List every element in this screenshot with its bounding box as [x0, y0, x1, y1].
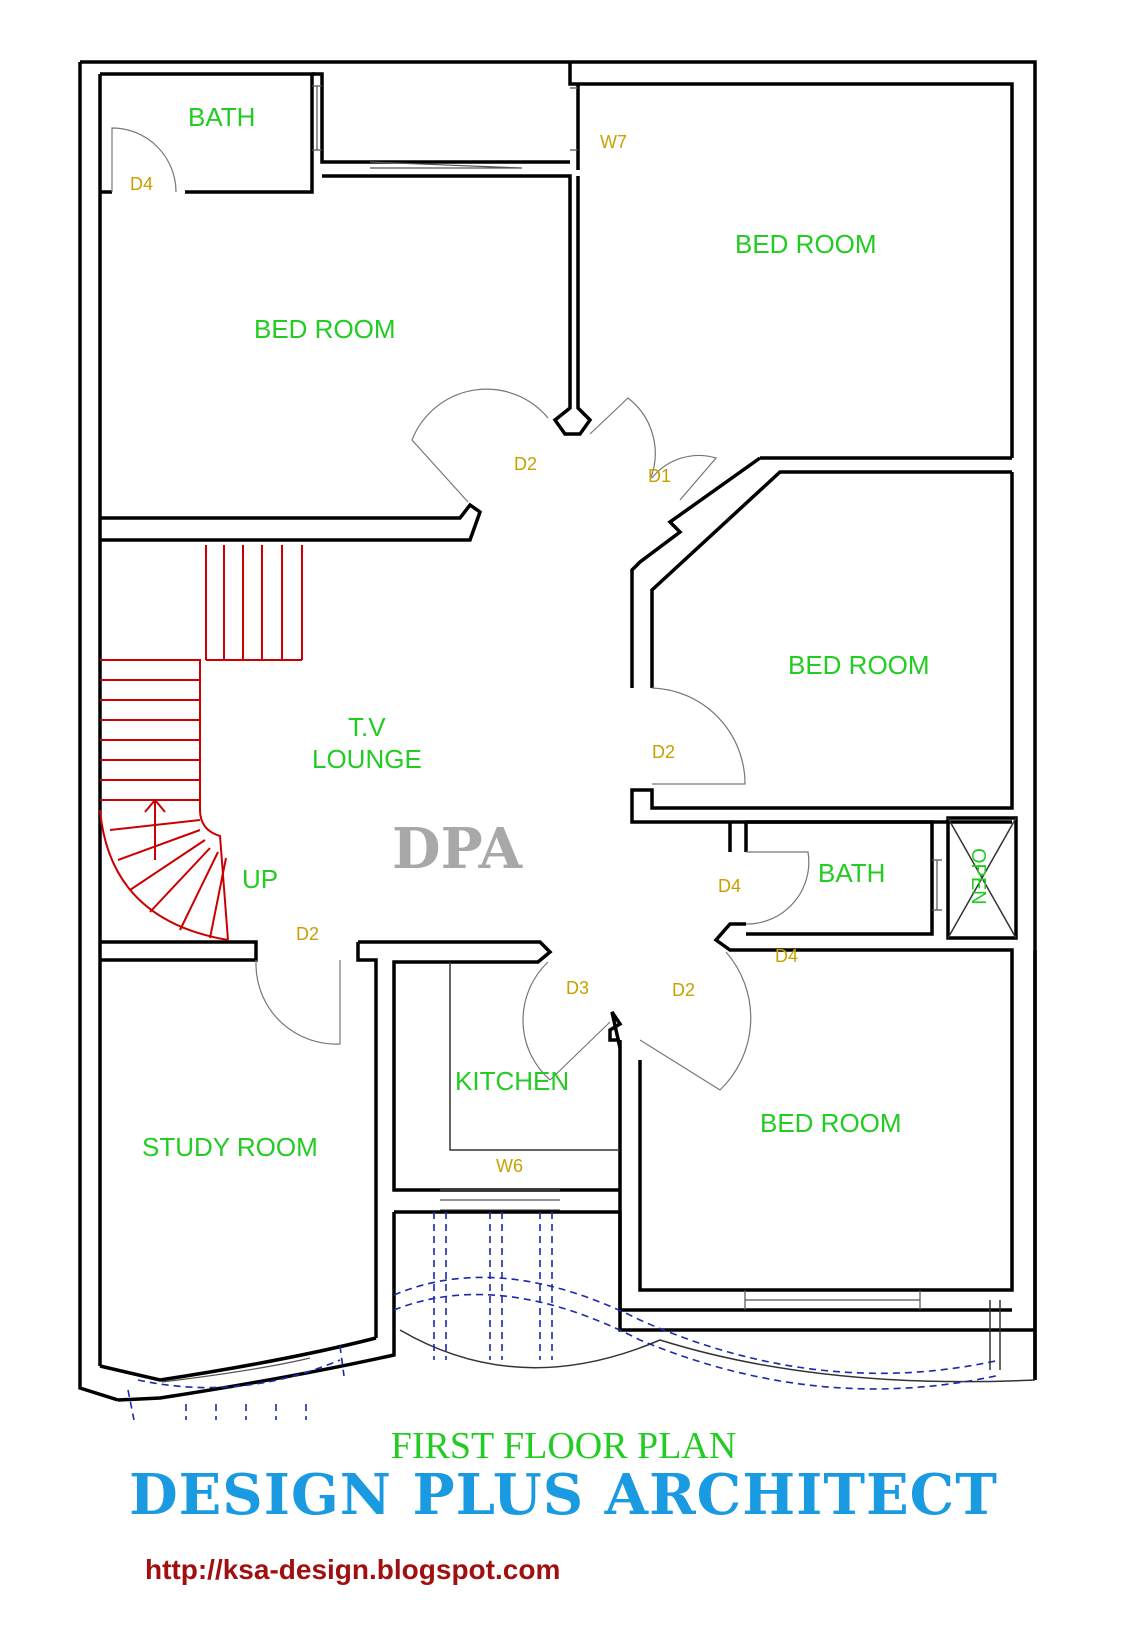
tag-d4-bed-bottom: D4 — [775, 946, 798, 966]
room-label-bath-right: BATH — [818, 858, 885, 888]
room-label-bath-top: BATH — [188, 102, 255, 132]
room-label-bed-bottom-right: BED ROOM — [760, 1108, 902, 1138]
tag-d3: D3 — [566, 978, 589, 998]
tag-d2-bed-bottom: D2 — [672, 980, 695, 1000]
outer-walls — [78, 60, 1037, 1402]
tag-d4-top: D4 — [130, 174, 153, 194]
open-shaft-label: OPEN — [967, 848, 989, 905]
room-label-bed-top-left: BED ROOM — [254, 314, 396, 344]
right-bath-walls — [713, 816, 1018, 952]
top-bath-walls — [100, 72, 570, 194]
bed-middle-right-walls — [630, 472, 1014, 824]
dashed-projections — [127, 1212, 1001, 1420]
tag-w7: W7 — [600, 132, 627, 152]
tag-d2-bed-left: D2 — [514, 454, 537, 474]
tag-d4-bath: D4 — [718, 876, 741, 896]
plan-title: FIRST FLOOR PLAN — [390, 1425, 737, 1467]
room-label-tv-lounge-line1: T.V — [348, 712, 386, 742]
tag-d2-bed-mid: D2 — [652, 742, 675, 762]
firm-name: DESIGN PLUS ARCHITECT — [129, 1462, 998, 1528]
bed-right-walls — [589, 397, 1012, 688]
website-url[interactable]: http://ksa-design.blogspot.com — [145, 1554, 561, 1585]
bed-bottom-right-walls — [618, 948, 1037, 1380]
stair-up-label: UP — [242, 864, 278, 894]
tag-d2-study: D2 — [296, 924, 319, 944]
courtyard-walls — [394, 1210, 1036, 1383]
kitchen-walls — [358, 940, 623, 1211]
watermark: DPA — [392, 816, 524, 882]
study-room-walls — [99, 940, 396, 1402]
room-label-bed-top-right: BED ROOM — [735, 229, 877, 259]
tag-d1: D1 — [648, 466, 671, 486]
room-label-kitchen: KITCHEN — [455, 1066, 569, 1096]
room-label-study-room: STUDY ROOM — [142, 1132, 318, 1162]
tag-w6: W6 — [496, 1156, 523, 1176]
room-label-tv-lounge-line2: LOUNGE — [312, 744, 422, 774]
staircase — [99, 545, 303, 941]
floor-plan: BATH BED ROOM BED ROOM BED ROOM T.V LOUN… — [78, 60, 1037, 1420]
room-label-bed-middle-right: BED ROOM — [788, 650, 930, 680]
bed-top-left-walls — [100, 84, 593, 542]
